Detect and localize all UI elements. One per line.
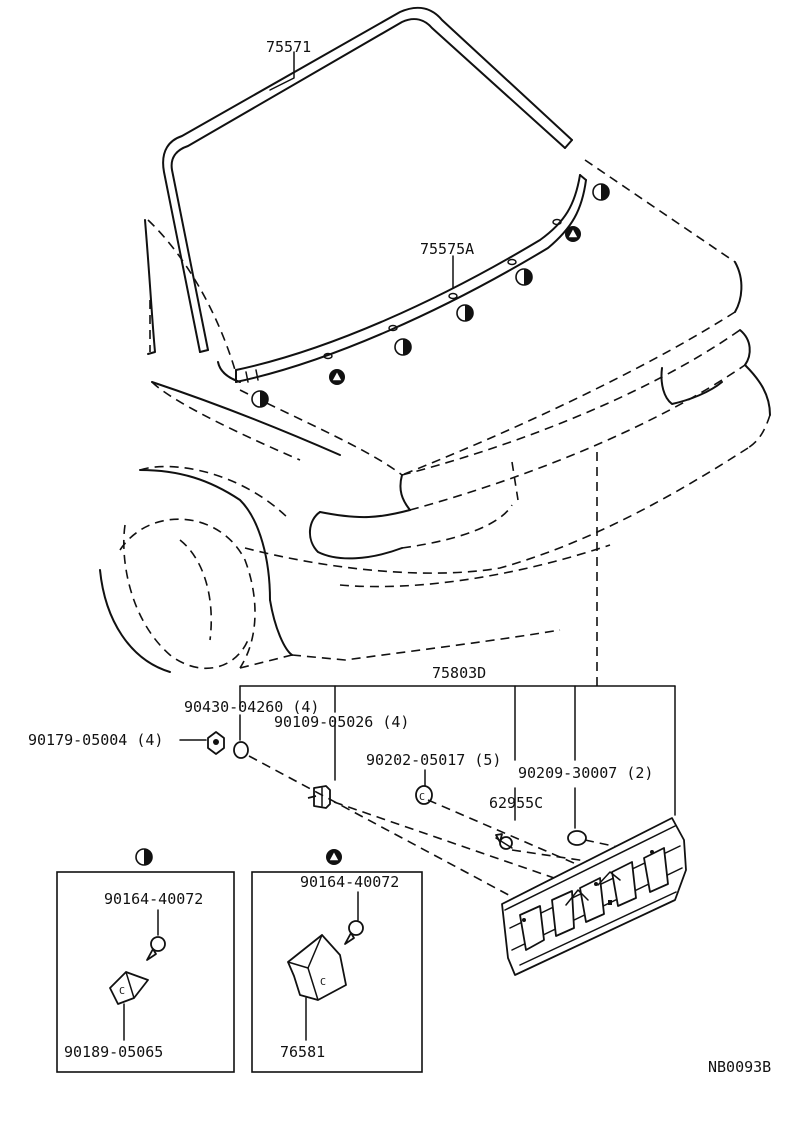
- clip-letter: C: [320, 977, 326, 988]
- assembly-line-5: [584, 839, 633, 851]
- washer-90430[interactable]: [233, 741, 249, 759]
- half-circle-marker-icon: [135, 848, 153, 866]
- garnish-panel-75803d[interactable]: [501, 817, 687, 976]
- label-75571: 75571: [266, 38, 311, 56]
- label-90209: 90209-30007 (2): [518, 764, 653, 782]
- label-75575a: 75575A: [420, 240, 474, 258]
- detail-box-half-circle: 90164-40072 C 90189-05065: [56, 848, 235, 1073]
- label-90179: 90179-05004 (4): [28, 731, 163, 749]
- detail-tri-screw-label: 90164-40072: [300, 873, 399, 891]
- diagram-code: NB0093B: [708, 1058, 771, 1076]
- detail-half-clip-label: 90189-05065: [64, 1043, 163, 1061]
- label-90430: 90430-04260 (4): [184, 698, 319, 716]
- clip-90202[interactable]: C: [415, 785, 433, 805]
- triangle-circle-marker-icon: [326, 849, 342, 865]
- garnish-callout-tree: [239, 452, 676, 829]
- detail-half-screw-label: 90164-40072: [104, 890, 203, 908]
- label-90109: 90109-05026 (4): [274, 713, 409, 731]
- bolt-90109[interactable]: [307, 785, 331, 809]
- moulding-75575a[interactable]: [235, 174, 587, 383]
- car-body-outline: [99, 159, 771, 673]
- detail-box-triangle: 90164-40072 C 76581: [251, 849, 423, 1073]
- moulding-75571[interactable]: [162, 6, 573, 353]
- label-90202: 90202-05017 (5): [366, 751, 501, 769]
- assembly-line-2: [333, 801, 561, 881]
- label-75803d: 75803D: [432, 664, 486, 682]
- half-circle-marker-icon: [251, 183, 610, 408]
- nut-90179[interactable]: [207, 731, 225, 755]
- clip-letter: C: [419, 792, 425, 803]
- label-62955c: 62955C: [489, 794, 543, 812]
- fastener-62955c[interactable]: [495, 833, 513, 850]
- clip-letter: C: [119, 986, 125, 997]
- detail-tri-clip-label: 76581: [280, 1043, 325, 1061]
- grommet-90209[interactable]: [567, 830, 587, 846]
- leader-75571: [269, 51, 295, 91]
- assembly-line-1: [248, 755, 519, 901]
